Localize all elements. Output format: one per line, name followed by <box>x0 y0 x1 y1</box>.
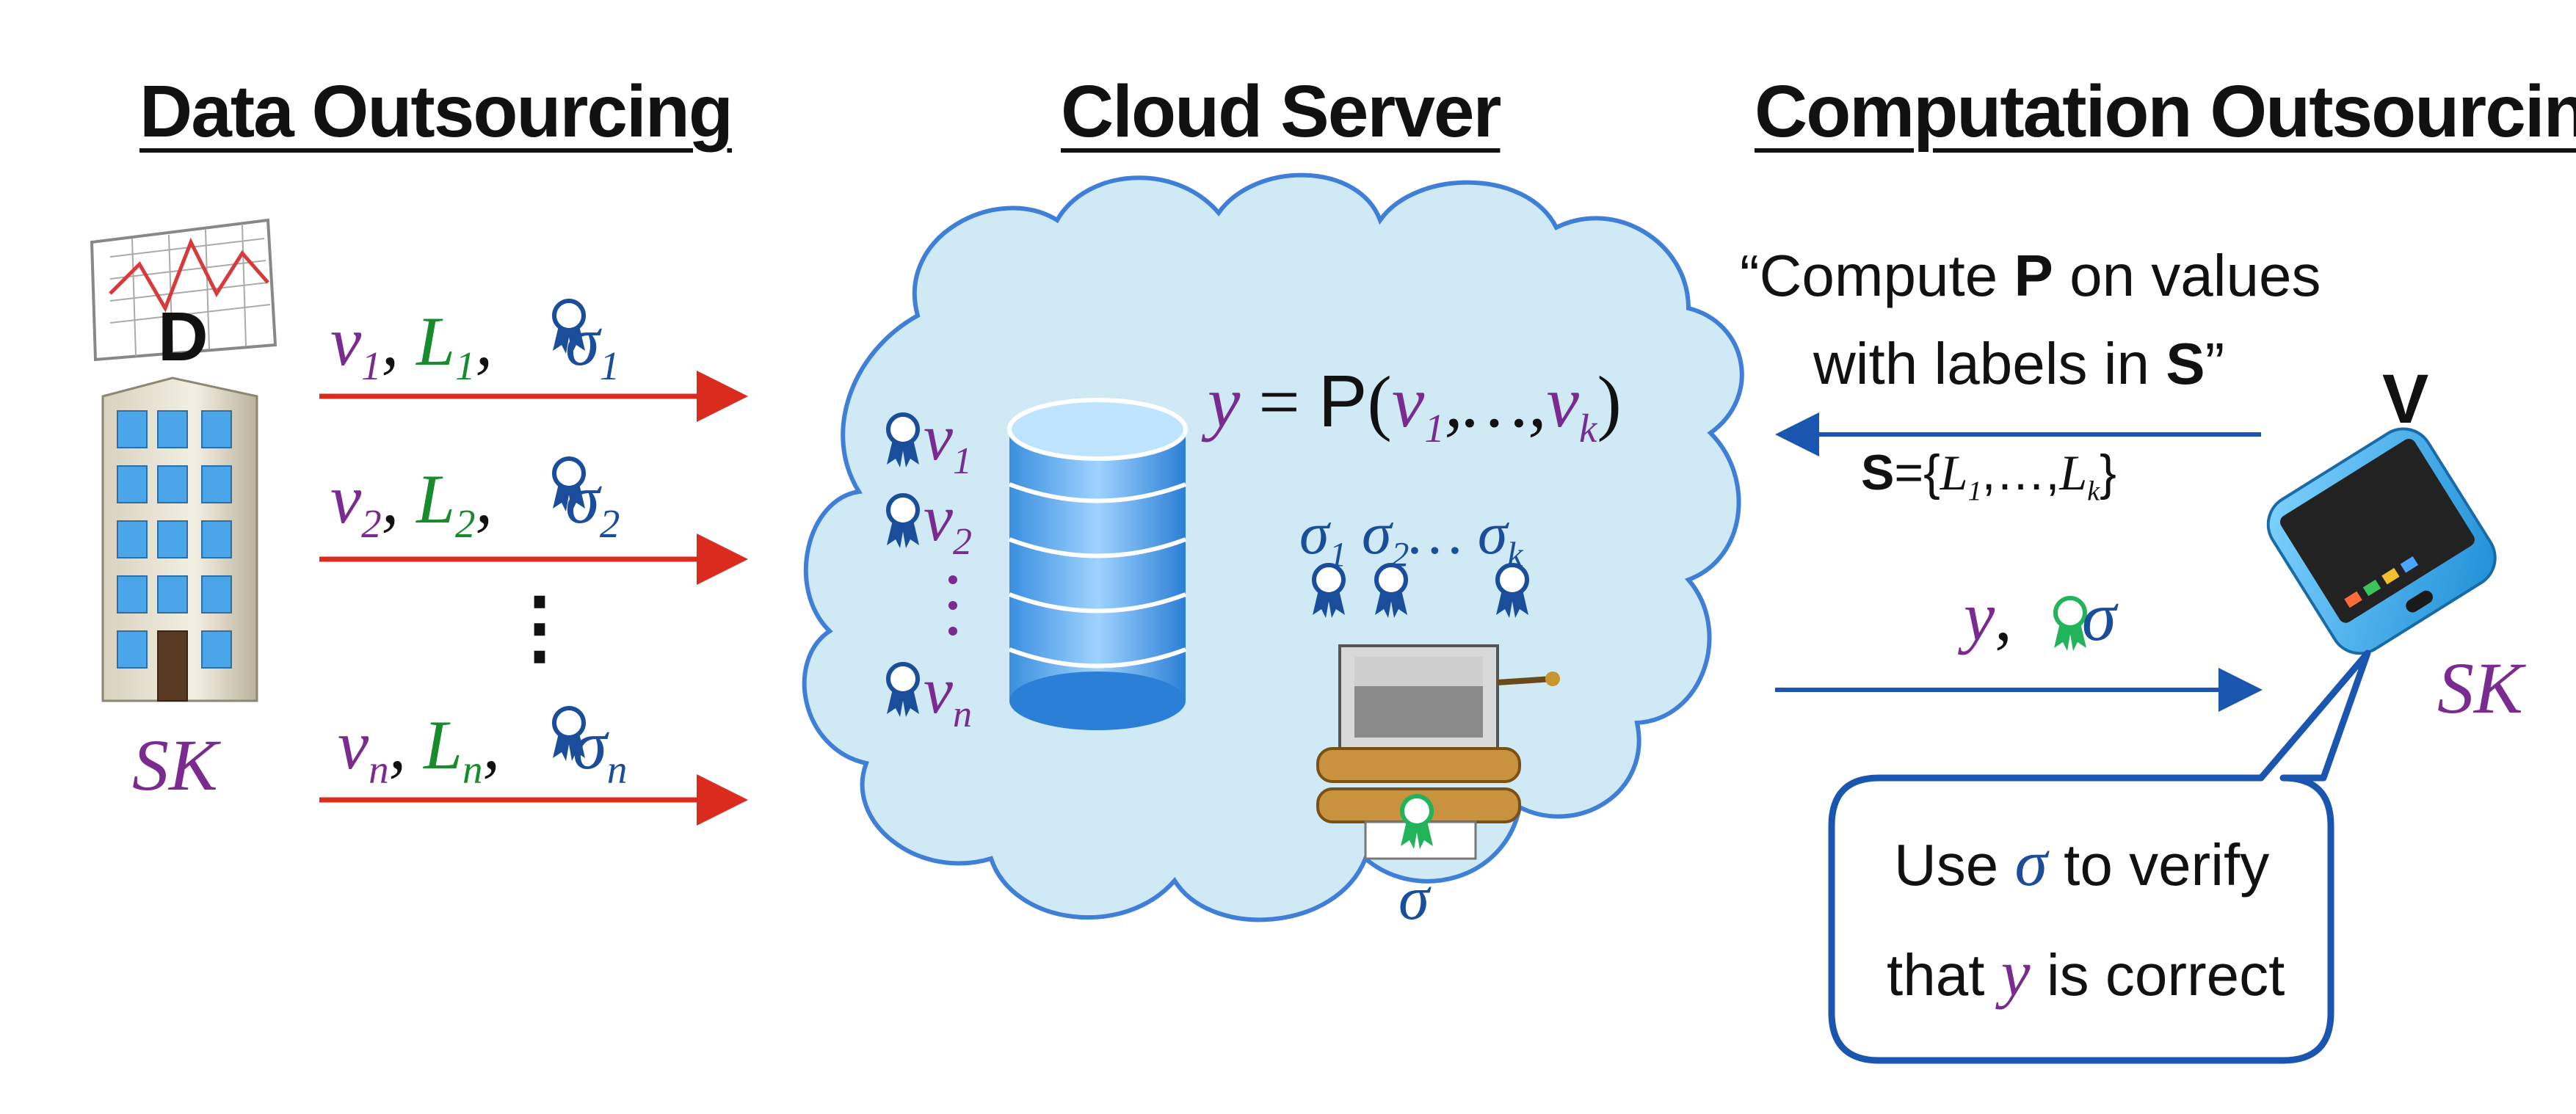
output-sigma: σ <box>1398 864 1429 933</box>
msg1-sigma-sub: 1 <box>599 343 620 388</box>
data-chart-icon <box>90 218 277 362</box>
msg2-L: L <box>416 460 456 538</box>
message-2: v2, L2, σ2 <box>330 460 620 546</box>
msgn-v: v <box>338 706 369 784</box>
owner-label-d: D <box>158 298 208 376</box>
building-icon <box>101 376 258 702</box>
request-label-set: S={L1,…,Lk} <box>1861 445 2116 507</box>
stored-value-n: vn <box>924 655 972 735</box>
bubble-line-2: that y is correct <box>1887 937 2285 1010</box>
database-icon <box>1007 398 1188 730</box>
request-line-1: “Compute P on values <box>1740 243 2321 308</box>
messages-ellipsis: ⋮ <box>499 582 580 672</box>
msg2-L-sub: 2 <box>455 501 476 546</box>
smartphone-icon <box>2266 427 2497 655</box>
msg2-v-sub: 2 <box>361 501 382 546</box>
request-line-2: with labels in S” <box>1813 331 2225 396</box>
heading-computation-outsourcing: Computation Outsourcing <box>1755 70 2576 153</box>
message-1: v1, L1, σ1 <box>330 302 620 388</box>
verifier-label-v: V <box>2382 360 2429 438</box>
msg2-sigma-sub: 2 <box>599 501 620 546</box>
msg1-L-sub: 1 <box>455 343 476 388</box>
msg1-v: v <box>330 302 362 380</box>
msgn-sigma: σ <box>573 706 607 784</box>
stored-value-1: v1 <box>924 401 972 482</box>
msgn-v-sub: n <box>369 747 389 792</box>
aggregation-machine-icon <box>1316 644 1560 860</box>
msg2-sigma: σ <box>565 460 600 538</box>
heading-cloud-server: Cloud Server <box>1061 70 1501 153</box>
msg1-v-sub: 1 <box>361 343 382 388</box>
msg1-L: L <box>416 302 456 380</box>
msgn-L: L <box>424 706 463 784</box>
msg2-v: v <box>330 460 362 538</box>
owner-secret-key: SK <box>132 724 218 806</box>
msgn-sigma-sub: n <box>606 747 628 792</box>
stored-value-2: v2 <box>924 482 972 563</box>
heading-data-outsourcing: Data Outsourcing <box>139 70 733 153</box>
cloud-shape <box>802 172 1744 922</box>
message-n: vn, Ln, σn <box>338 706 628 792</box>
msg1-sigma: σ <box>565 302 600 380</box>
bubble-line-1: Use σ to verify <box>1894 827 2270 900</box>
aggregate-sigma-labels: σ1 σ2… σk <box>1299 500 1523 575</box>
verifier-secret-key: SK <box>2437 647 2523 729</box>
stored-ellipsis-dots <box>948 575 957 636</box>
speech-bubble <box>1828 649 2371 1064</box>
msgn-L-sub: n <box>462 747 483 792</box>
computation-formula: y = P(v1,…,vk) <box>1208 360 1622 451</box>
response-label: y,σ <box>1964 578 2116 655</box>
